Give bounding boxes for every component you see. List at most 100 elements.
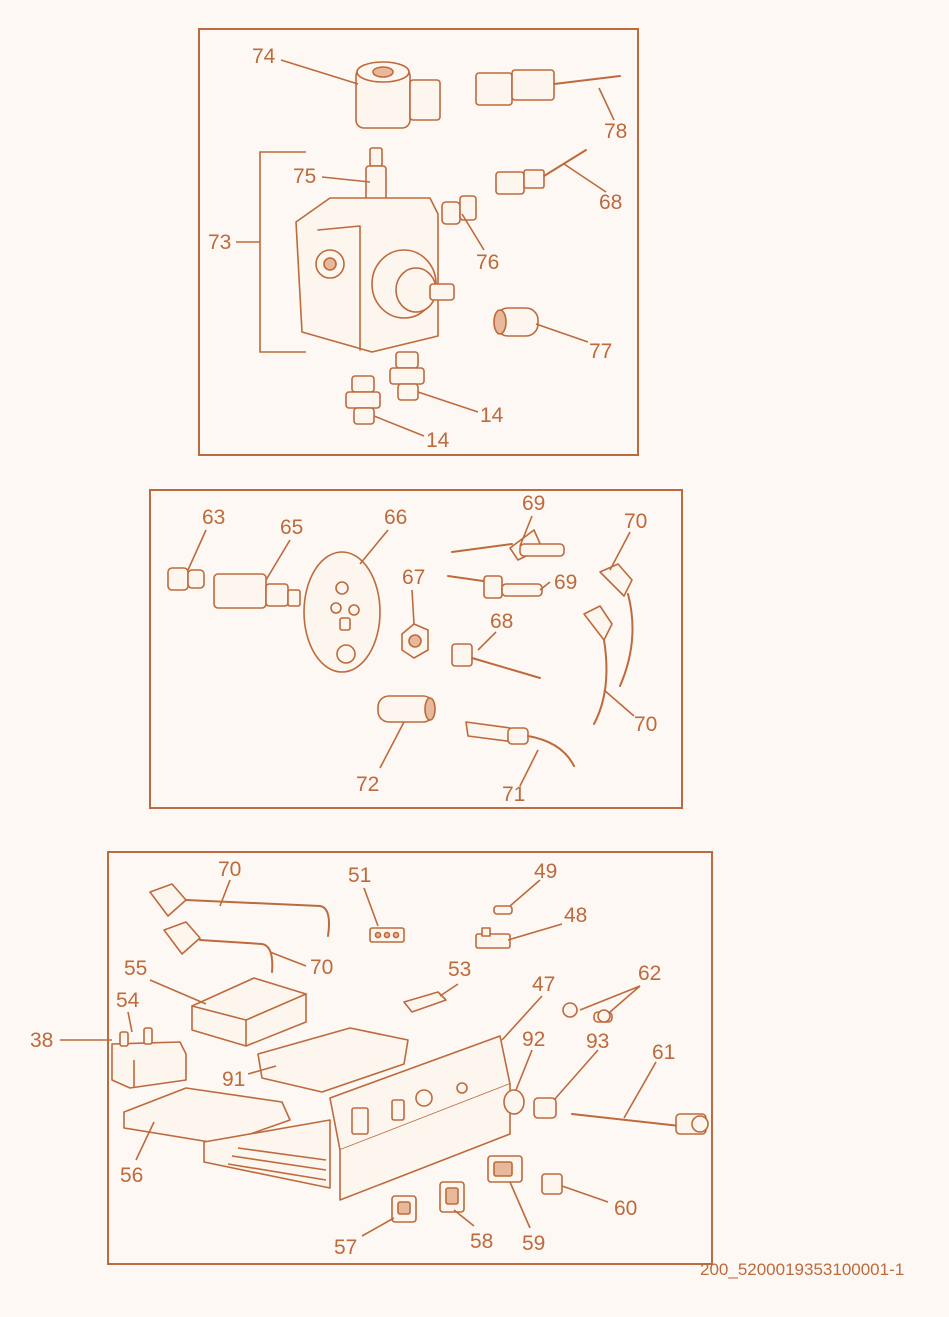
label-66: 66 [384,506,407,529]
control-panel-housing-part [203,1035,511,1201]
label-61: 61 [652,1041,675,1064]
label-72: 72 [356,773,379,796]
ignition-electrode-part-2 [447,575,543,599]
leader-93 [553,1049,599,1101]
base-board-part [123,1087,291,1145]
label-73: 73 [208,231,231,254]
label-14a: 14 [480,404,504,427]
leader-71 [519,749,539,787]
leader-48 [507,923,563,941]
burner-head-frame [149,489,683,809]
ignition-cable-part-2 [583,605,613,725]
leader-70b [603,689,635,717]
leader-53 [439,983,459,997]
label-69b: 69 [554,571,577,594]
coupling-sleeve-part [493,307,539,337]
cable-gland-part [533,1097,557,1119]
label-51: 51 [348,864,371,887]
pump-fitting-part [441,195,477,225]
screw-set-part [562,1002,613,1023]
leader-65 [265,539,291,581]
label-71: 71 [502,783,525,806]
leader-63 [187,529,207,571]
rocker-switch-part-2 [439,1181,465,1213]
leader-69a [519,515,533,547]
label-91: 91 [222,1068,245,1091]
rocker-switch-part-1 [391,1195,417,1223]
label-68b: 68 [490,610,513,633]
leader-59 [509,1181,531,1229]
label-56: 56 [120,1164,143,1187]
label-14b: 14 [426,429,450,452]
leader-47 [501,995,543,1041]
nozzle-line-part [495,149,587,195]
leader-55 [149,979,207,1005]
label-58: 58 [470,1230,493,1253]
leader-61 [623,1061,657,1119]
leader-62a [579,985,641,1011]
leader-70d [269,951,307,967]
hose-nipple-part-1 [389,351,425,401]
pin-part [493,905,513,915]
label-62: 62 [638,962,661,985]
small-switch-part [541,1173,563,1195]
ignition-transformer-part [191,977,307,1047]
leader-62b [609,985,641,1013]
leader-68b [477,631,497,651]
photocell-part [465,721,575,767]
pump-assembly-bracket [259,151,306,353]
leader-70c [219,879,231,907]
leader-49 [509,879,541,907]
label-77: 77 [589,340,612,363]
leader-78 [598,87,615,121]
leader-57 [361,1217,395,1237]
label-75: 75 [293,165,316,188]
label-69a: 69 [522,492,545,515]
leader-91 [247,1065,277,1075]
leader-14b [373,415,425,437]
label-49: 49 [534,860,557,883]
label-93: 93 [586,1030,609,1053]
label-74: 74 [252,45,276,68]
label-60: 60 [614,1197,637,1220]
leader-72 [379,721,405,769]
leader-14a [417,391,479,413]
leader-51 [363,887,379,927]
holder-clip-part [475,927,511,949]
leader-76 [461,213,485,251]
label-53: 53 [448,958,471,981]
label-48: 48 [564,904,587,927]
circuit-board-part [257,1027,409,1093]
grommet-part [503,1089,525,1115]
label-68a: 68 [599,191,622,214]
leader-68a [563,163,607,193]
control-box-frame [107,851,713,1265]
label-92: 92 [522,1028,545,1051]
lockout-button-part [487,1155,523,1183]
pump-group-frame [198,28,639,456]
label-67: 67 [402,566,425,589]
label-70b: 70 [634,713,657,736]
solenoid-coil-part [355,61,441,129]
locking-nut-part [401,623,429,659]
ignition-electrode-part-1 [451,529,565,561]
nozzle-nut-part [167,567,205,591]
oil-pump-body-part [295,147,455,353]
plug-connector-part [403,991,447,1013]
label-54: 54 [116,989,140,1012]
air-sleeve-part [377,695,436,723]
drawing-id: 200_5200019353100001-1 [700,1260,905,1279]
label-70a: 70 [624,510,647,533]
ignition-cable-part-1 [599,563,634,687]
leader-54 [127,1011,133,1033]
label-70c: 70 [218,858,241,881]
label-55: 55 [124,957,147,980]
label-59: 59 [522,1232,545,1255]
label-78: 78 [604,120,627,143]
coil-connector-part [475,69,621,106]
label-76: 76 [476,251,499,274]
leader-77 [535,323,589,343]
control-unit-part [111,1027,187,1089]
baffle-disc-part [303,551,381,673]
